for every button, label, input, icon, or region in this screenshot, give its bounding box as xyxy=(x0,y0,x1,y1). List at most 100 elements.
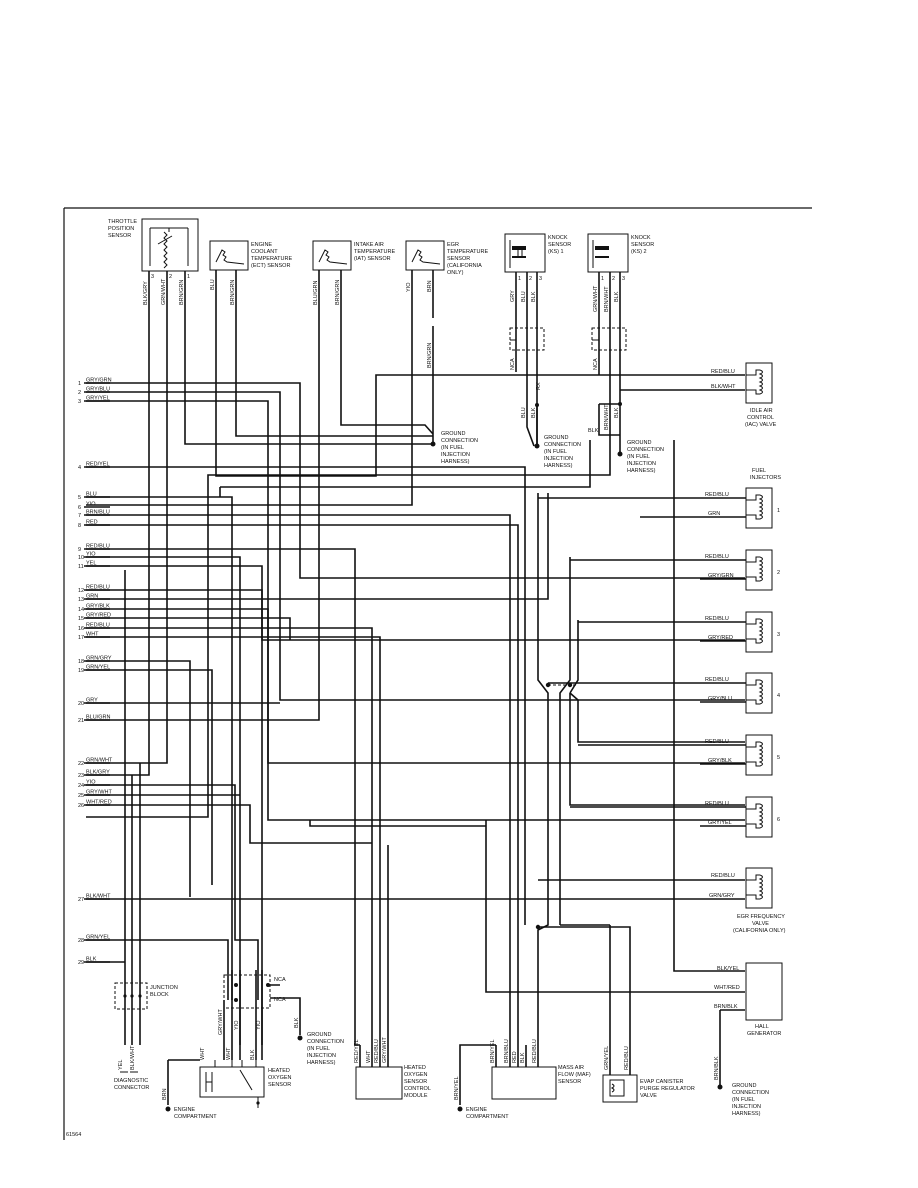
ks2-blk: BLK xyxy=(588,428,599,434)
iac-wire-b: BLK/WHT xyxy=(711,384,736,390)
injector-wire-b: GRY/RED xyxy=(708,635,733,641)
pin-wire-color: BLK/GRY xyxy=(86,770,110,776)
ho2s-wire-6: YIO xyxy=(256,1020,262,1030)
ks2-pin-2: 2 xyxy=(612,276,615,282)
tps-wire-1: BLK/GRY xyxy=(143,281,149,305)
pin-wire-color: GRN/WHT xyxy=(86,758,113,764)
pin-wire-color: BLK xyxy=(86,957,97,963)
module-wire-1: RED/YEL xyxy=(354,1039,360,1063)
pin-number: 10 xyxy=(78,555,84,561)
ho2s-wire-5: BLK xyxy=(250,1049,256,1060)
pin-number: 14 xyxy=(78,607,84,613)
ks2-wire-3: BLK xyxy=(614,291,620,302)
pin-number: 22 xyxy=(78,761,84,767)
iat-wire-2: BRN/GRN xyxy=(335,280,341,305)
pin-number: 21 xyxy=(78,718,84,724)
evap-wire-1: GRN/YEL xyxy=(604,1046,610,1070)
pin-wire-color: GRY/BLU xyxy=(86,387,110,393)
injector-wire-a: RED/BLU xyxy=(705,554,729,560)
pin-wire-color: RED/BLU xyxy=(86,623,110,629)
pin-wire-color: RED/YEL xyxy=(86,462,110,468)
pin-number: 18 xyxy=(78,659,84,665)
maf-wire-5: RED/BLU xyxy=(532,1039,538,1063)
pin-wire-color: YIO xyxy=(86,552,96,558)
pin-wire-color: WHT/RED xyxy=(86,800,112,806)
injector-number: 2 xyxy=(777,570,780,576)
pin-wire-color: GRY/WHT xyxy=(86,790,113,796)
pin-number: 8 xyxy=(78,523,81,529)
pin-wire-color: RED/BLU xyxy=(86,544,110,550)
diagram-id: 61564 xyxy=(66,1132,81,1138)
pin-wire-color: YEL xyxy=(86,561,96,567)
pin-wire-color: GRY/GRN xyxy=(86,378,112,384)
center-buses xyxy=(219,440,745,1045)
injector-wire-a: RED/BLU xyxy=(705,616,729,622)
pin-wire-color: GRN/GRY xyxy=(86,656,112,662)
ks2-wire-2: BRN/WHT xyxy=(604,286,610,312)
pin-wire-color: GRY xyxy=(86,698,98,704)
ks2-wire-1: GRN/WHT xyxy=(593,285,599,312)
diag-wire-2: BLK/WHT xyxy=(130,1045,136,1070)
knock-shields xyxy=(509,327,627,351)
pin-number: 5 xyxy=(78,495,81,501)
ks2-lower-1: BRN/WHT xyxy=(604,404,610,430)
pin-wire-color: GRY/RED xyxy=(86,613,111,619)
injector-number: 4 xyxy=(777,693,780,699)
module-wire-3: RED/BLU xyxy=(374,1039,380,1063)
pin-number: 26 xyxy=(78,803,84,809)
injector-feed-bus xyxy=(538,497,700,808)
maf-wire-4: BLK xyxy=(520,1052,526,1063)
ho2s-wire-4: YIO xyxy=(234,1020,240,1030)
tps-wire-3: BRN/GRN xyxy=(179,280,185,305)
nca-1: NCA xyxy=(274,977,286,983)
ks1-nca: NCA xyxy=(510,358,516,370)
pin-wire-color: GRY/YEL xyxy=(86,396,110,402)
pin-number: 29 xyxy=(78,960,84,966)
pin-wire-color: RED/BLU xyxy=(86,585,110,591)
pin-wire-color: GRY/BLK xyxy=(86,604,110,610)
brn-wire: BRN xyxy=(162,1088,168,1100)
pin-wire-color: YIO xyxy=(86,780,96,786)
injector-number: 5 xyxy=(777,755,780,761)
pin-number: 3 xyxy=(78,399,81,405)
ks1-pin-1: 1 xyxy=(518,276,521,282)
egr-wire-lower: BRN/GRN xyxy=(427,343,433,368)
pin-wire-color: BLU/GRN xyxy=(86,715,110,721)
pin-wire-color: BRN/BLU xyxy=(86,510,110,516)
injector-number: 6 xyxy=(777,817,780,823)
maf-wire-2: BRN/BLU xyxy=(504,1039,510,1063)
injector-wire-b: GRN xyxy=(708,511,720,517)
ho2s-wire-3: WHT xyxy=(226,1047,232,1060)
pin-number: 28 xyxy=(78,938,84,944)
diag-wire-1: YEL xyxy=(118,1060,124,1070)
